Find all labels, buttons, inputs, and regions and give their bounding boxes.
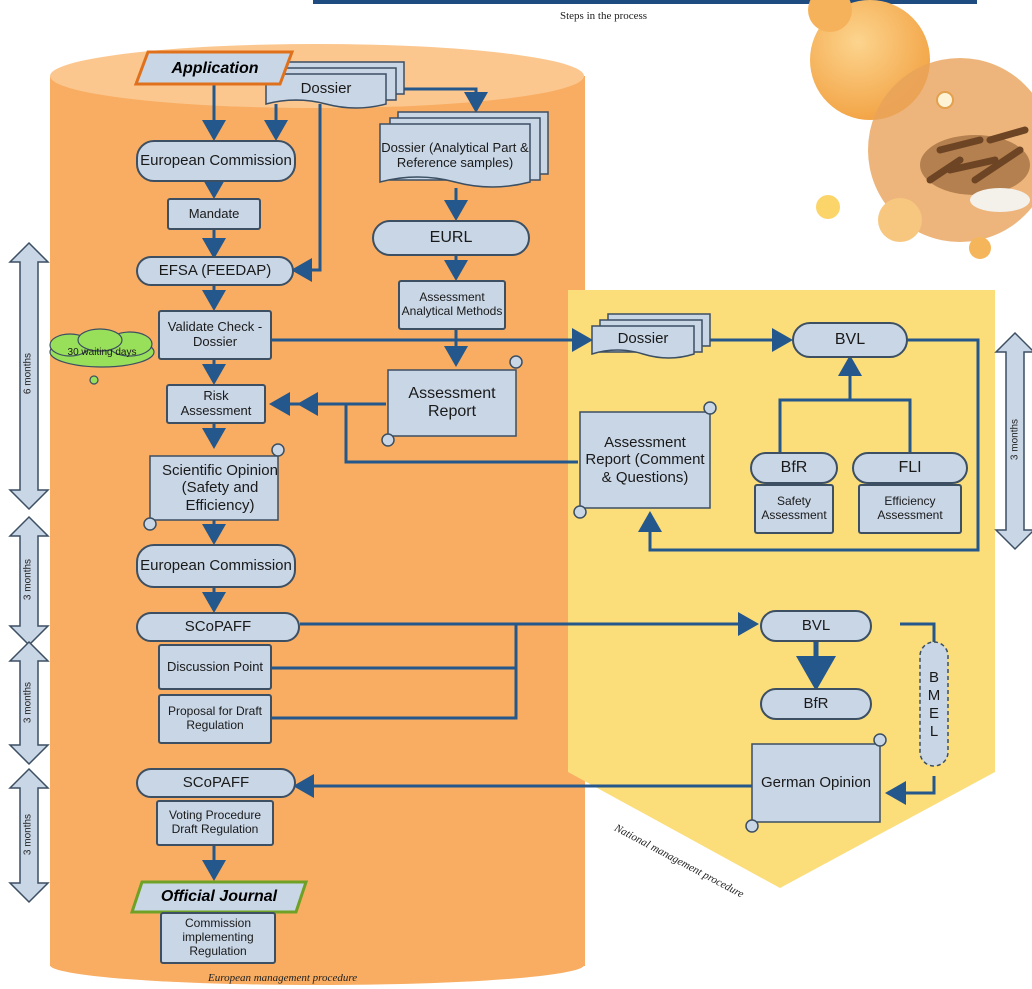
risk-assessment-node: Risk Assessment bbox=[166, 384, 266, 424]
national-dossier-stack bbox=[591, 313, 711, 359]
proposal-node: Proposal for Draft Regulation bbox=[158, 694, 272, 744]
header-caption: Steps in the process bbox=[560, 10, 648, 22]
scientific-opinion-node: Scientific Opinion (Safety and Efficienc… bbox=[162, 462, 278, 514]
national-assessment-report-node: Assessment Report (Comment & Questions) bbox=[585, 434, 705, 486]
application-label: Application bbox=[171, 60, 259, 77]
connectors-plain bbox=[272, 398, 936, 720]
official-journal-label: Official Journal bbox=[160, 888, 278, 905]
european-caption: European management procedure bbox=[208, 972, 358, 984]
eurl-node: EURL bbox=[372, 220, 530, 256]
voting-node: Voting Procedure Draft Regulation bbox=[156, 800, 274, 846]
connectors bbox=[202, 82, 980, 881]
timeline-label-3: 3 months bbox=[22, 681, 34, 724]
timeline-label-1: 6 months bbox=[22, 352, 34, 395]
safety-assessment-node: Safety Assessment bbox=[754, 484, 834, 534]
timeline-label-4: 3 months bbox=[22, 813, 34, 856]
bvl-1-node: BVL bbox=[792, 322, 908, 358]
assessment-methods-node: Assessment Analytical Methods bbox=[398, 280, 506, 330]
fli-node: FLI bbox=[852, 452, 968, 484]
timeline-label-2: 3 months bbox=[22, 558, 34, 601]
validate-node: Validate Check - Dossier bbox=[158, 310, 272, 360]
bmel-label: B M E L bbox=[927, 669, 941, 740]
dossier-analytical-label: Dossier (Analytical Part & Reference sam… bbox=[381, 140, 529, 170]
scopaff-2-node: SCoPAFF bbox=[136, 768, 296, 798]
mandate-node: Mandate bbox=[167, 198, 261, 230]
efficiency-assessment-node: Efficiency Assessment bbox=[858, 484, 962, 534]
bvl-2-node: BVL bbox=[760, 610, 872, 642]
discussion-point-node: Discussion Point bbox=[158, 644, 272, 690]
decorative-circles bbox=[808, 0, 1032, 259]
waiting-days-label: 30 waiting days bbox=[67, 347, 137, 359]
pellets-image bbox=[920, 126, 1030, 212]
scroll-shapes bbox=[143, 355, 887, 833]
header-bar bbox=[313, 0, 977, 4]
european-commission-node: European Commission bbox=[136, 140, 296, 182]
efsa-node: EFSA (FEEDAP) bbox=[136, 256, 294, 286]
application-shape bbox=[133, 50, 295, 86]
dossier-analytical-stack bbox=[379, 111, 549, 188]
timeline-label-right: 3 months bbox=[1009, 418, 1021, 461]
national-dossier-label: Dossier bbox=[617, 330, 669, 348]
bfr-1-node: BfR bbox=[750, 452, 838, 484]
official-journal-shape bbox=[129, 880, 309, 914]
german-opinion-node: German Opinion bbox=[760, 774, 872, 792]
commission-implementing-node: Commission implementing Regulation bbox=[160, 912, 276, 964]
bmel-shape bbox=[919, 641, 949, 767]
timeline-arrows-left bbox=[8, 241, 50, 904]
eurl-assessment-report-node: Assessment Report bbox=[408, 384, 496, 420]
timeline-arrow-right bbox=[994, 331, 1032, 551]
bfr-2-node: BfR bbox=[760, 688, 872, 720]
dossier-label: Dossier bbox=[300, 80, 352, 98]
waiting-cloud bbox=[49, 328, 155, 385]
european-commission-2-node: European Commission bbox=[136, 544, 296, 588]
scopaff-1-node: SCoPAFF bbox=[136, 612, 300, 642]
